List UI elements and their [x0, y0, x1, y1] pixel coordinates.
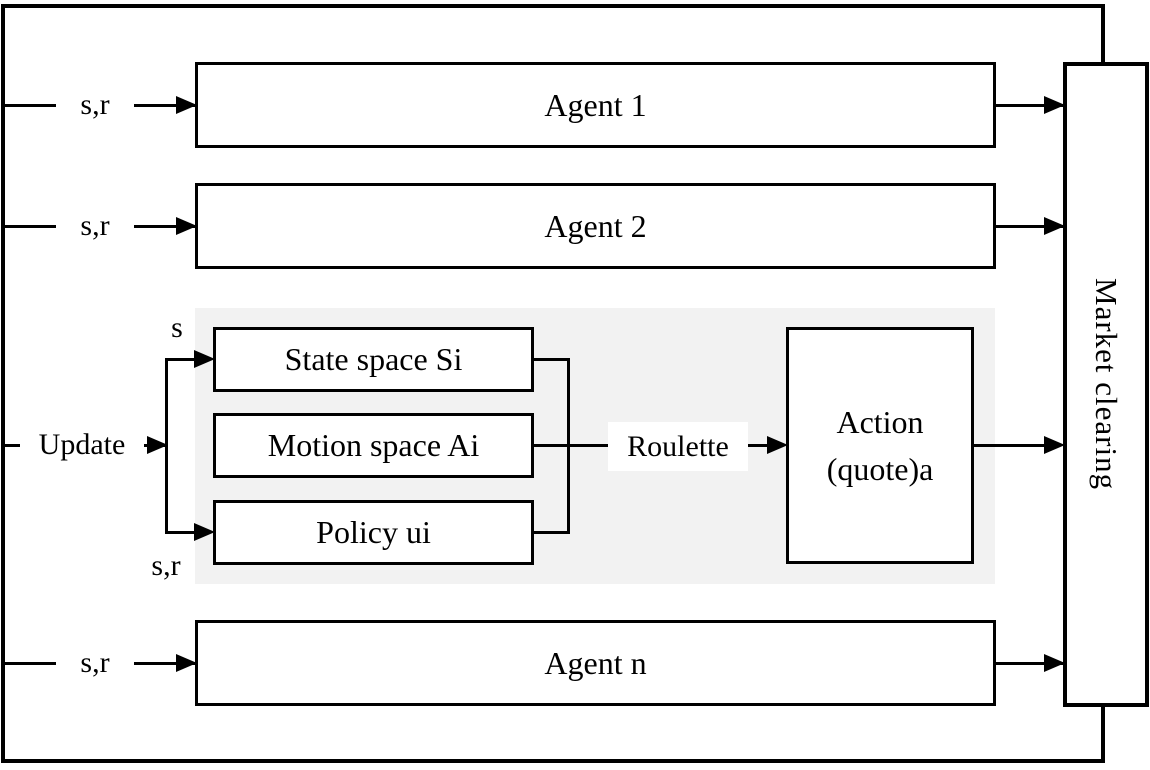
line-state-output	[534, 358, 570, 361]
agent-2-label: Agent 2	[544, 207, 647, 244]
sr-label-agent-n: s,r	[56, 642, 134, 684]
motion-space-label: Motion space Ai	[267, 427, 480, 463]
arrow-into-agent-1	[176, 96, 197, 114]
sr-label-agent-1: s,r	[56, 84, 134, 126]
action-label-line1: Action	[836, 404, 924, 441]
market-clearing-label: Market clearing	[1089, 278, 1124, 491]
line-agent-n-to-market	[996, 662, 1066, 665]
motion-space-box: Motion space Ai	[213, 413, 534, 478]
arrow-agent-1-to-market	[1044, 96, 1065, 114]
sr-label-policy-input: s,r	[151, 549, 181, 582]
arrow-action-to-market	[1044, 436, 1065, 454]
agent-n-label: Agent n	[544, 644, 647, 681]
agent-1-label: Agent 1	[544, 86, 647, 123]
policy-label: Policy ui	[316, 514, 431, 550]
action-box: Action (quote)a	[786, 327, 974, 564]
agent-n-box: Agent n	[195, 620, 996, 706]
arrow-into-agent-n	[176, 654, 197, 672]
arrow-into-state-space	[194, 350, 215, 368]
sr-label-agent-2: s,r	[56, 205, 134, 247]
line-action-to-market	[974, 444, 1046, 447]
state-space-box: State space Si	[213, 327, 534, 392]
state-space-label: State space Si	[284, 341, 463, 377]
line-branch-to-policy	[165, 531, 195, 534]
arrow-agent-2-to-market	[1044, 217, 1065, 235]
line-policy-output	[534, 531, 570, 534]
policy-box: Policy ui	[213, 500, 534, 565]
arrow-into-agent-2	[176, 217, 197, 235]
arrow-into-action	[767, 436, 788, 454]
s-label-state-input: s	[171, 311, 183, 344]
agent-1-box: Agent 1	[195, 62, 996, 148]
line-agent-2-to-market	[996, 225, 1066, 228]
line-agent-1-to-market	[996, 104, 1066, 107]
arrow-update	[147, 436, 168, 454]
update-label: Update	[20, 424, 144, 466]
line-branch-to-state	[165, 358, 195, 361]
action-label-line2: (quote)a	[826, 450, 934, 487]
agent-2-box: Agent 2	[195, 183, 996, 269]
arrow-agent-n-to-market	[1044, 654, 1065, 672]
arrow-into-policy	[194, 523, 215, 541]
roulette-label: Roulette	[608, 422, 748, 471]
market-clearing-box: Market clearing	[1063, 62, 1149, 707]
